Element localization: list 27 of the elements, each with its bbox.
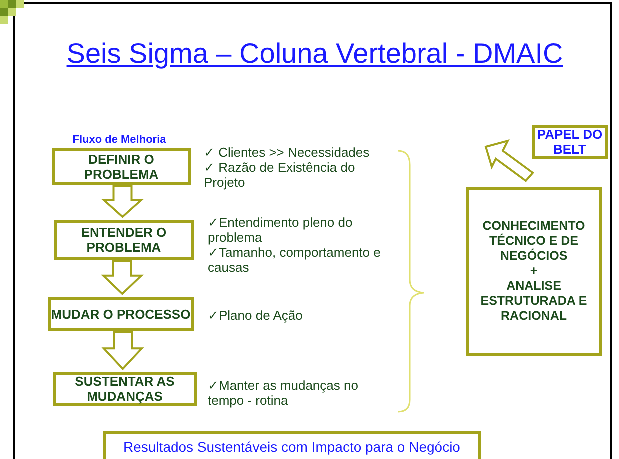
box-text: CONHECIMENTO TÉCNICO E DE NEGÓCIOS [482,219,586,264]
process-box [53,372,197,406]
bullet-text: ✓ Razão de Existência do Projeto [204,160,356,190]
box-text: MUDAR O PROCESSO [51,306,191,322]
process-box [54,220,194,260]
box-text: Resultados Sustentáveis com Impacto para o Negócio [124,439,460,455]
box-text: DEFINIR O PROBLEMA [83,152,160,182]
bullet-text: ✓Entendimento pleno do problema [208,215,354,245]
bullet-text: ✓ Clientes >> Necessidades [204,145,371,160]
block-arrow [101,185,144,218]
process-box [52,148,191,185]
block-arrow [102,331,144,370]
block-arrow [101,260,144,296]
competence-box [466,187,602,356]
bullet-text: ✓Tamanho, comportamento e causas [208,245,382,275]
flow-heading: Fluxo de Melhoria [72,134,168,146]
result-box [103,431,481,459]
box-text: + [530,264,538,279]
bullet-text: ✓Manter as mudanças no tempo - rotina [208,378,360,408]
box-text: PAPEL DO BELT [536,127,604,157]
slide-title: Seis Sigma – Coluna Vertebral - DMAIC [66,38,564,70]
block-arrow [484,139,534,182]
box-text: ANALISE ESTRUTURADA E RACIONAL [480,279,588,324]
process-box [48,297,194,331]
box-text: ENTENDER O PROBLEMA [80,225,168,255]
box-text: SUSTENTAR AS MUDANÇAS [74,374,176,404]
bullet-text: ✓Plano de Ação [208,308,304,323]
